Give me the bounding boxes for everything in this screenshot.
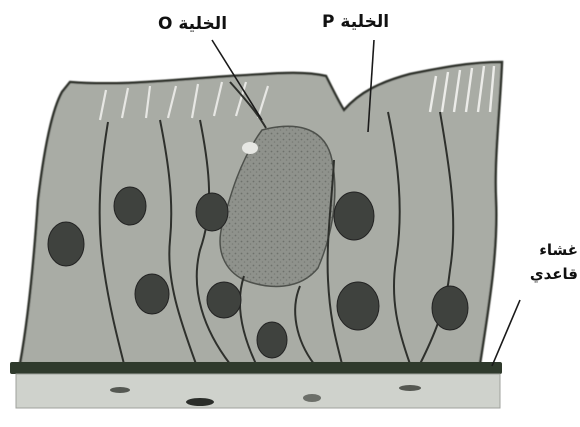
label-membrane-line1: غشاء bbox=[500, 238, 578, 262]
label-cell-o: الخلية O bbox=[158, 14, 227, 34]
goblet-highlight bbox=[242, 142, 258, 154]
connective-tissue bbox=[16, 374, 500, 408]
nucleus bbox=[196, 193, 228, 231]
basal-membrane bbox=[10, 362, 502, 374]
nucleus bbox=[432, 286, 468, 330]
nucleus bbox=[114, 187, 146, 225]
label-basal-membrane: غشاء قاعدي bbox=[500, 238, 578, 286]
nucleus bbox=[135, 274, 169, 314]
nucleus bbox=[337, 282, 379, 330]
nucleus bbox=[207, 282, 241, 318]
label-membrane-line2: قاعدي bbox=[500, 262, 578, 286]
nucleus bbox=[334, 192, 374, 240]
label-cell-p: الخلية P bbox=[322, 12, 389, 32]
nucleus bbox=[48, 222, 84, 266]
nucleus bbox=[257, 322, 287, 358]
